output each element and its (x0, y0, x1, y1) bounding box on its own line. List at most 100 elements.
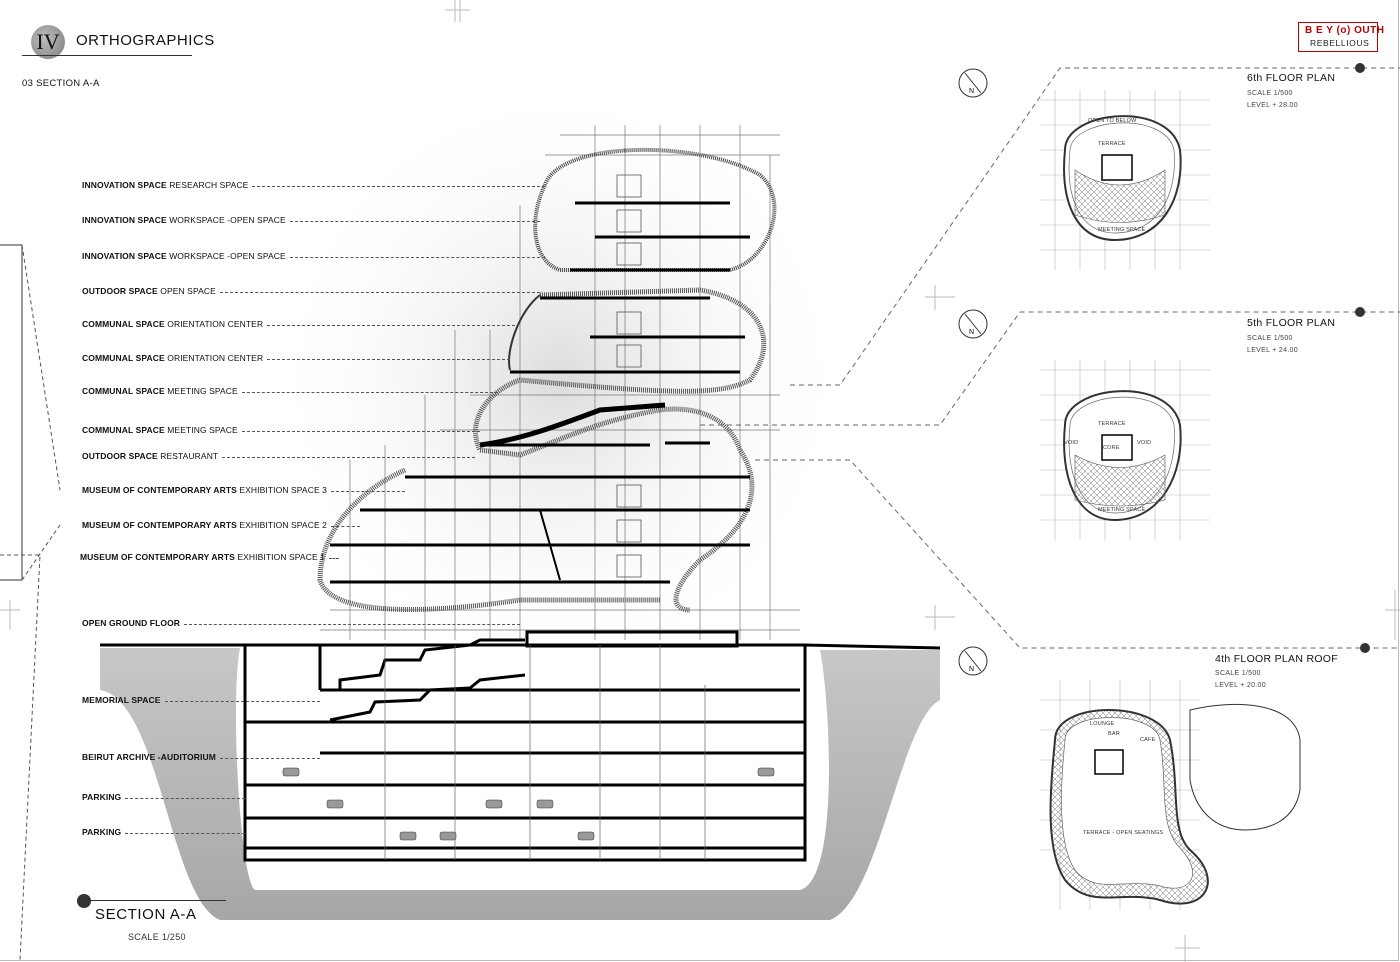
section-label: COMMUNAL SPACE ORIENTATION CENTER (82, 319, 263, 329)
section-label-prefix: COMMUNAL SPACE (82, 319, 165, 329)
section-marker-dot (77, 894, 91, 908)
label-leader-line (184, 624, 520, 625)
plan-5th-scale: SCALE 1/500 (1247, 335, 1293, 342)
plan-6th-title: 6th FLOOR PLAN (1247, 72, 1336, 84)
section-label: INNOVATION SPACE WORKSPACE -OPEN SPACE (82, 215, 286, 225)
plan-6th-level: LEVEL + 28.00 (1247, 102, 1298, 109)
label-leader-line (125, 798, 245, 799)
svg-text:N: N (969, 329, 974, 336)
plan-5th-title: 5th FLOOR PLAN (1247, 317, 1336, 329)
room-tag: TERRACE (1098, 141, 1126, 147)
section-label-suffix: ORIENTATION CENTER (167, 353, 264, 363)
north-arrow-icon: N (958, 309, 988, 339)
room-tag: VOID (1064, 440, 1079, 446)
earth-fill (100, 648, 940, 920)
section-label-prefix: OUTDOOR SPACE (82, 286, 158, 296)
section-label-prefix: MUSEUM OF CONTEMPORARY ARTS (82, 485, 237, 495)
section-label-prefix: MEMORIAL SPACE (82, 695, 161, 705)
section-label-suffix: RESTAURANT (160, 451, 219, 461)
label-leader-line (242, 392, 498, 393)
section-label: MEMORIAL SPACE (82, 695, 161, 705)
label-leader-line (290, 221, 540, 222)
room-tag: LOUNGE (1090, 721, 1115, 727)
scaffold-grid (320, 125, 800, 640)
label-leader-line (222, 457, 475, 458)
section-label: MUSEUM OF CONTEMPORARY ARTS EXHIBITION S… (82, 520, 327, 530)
north-arrow-icon: N (958, 646, 988, 676)
room-tag: TERRACE - OPEN SEATINGS (1083, 830, 1164, 836)
fog-shade (270, 80, 850, 680)
plan-6th-drawing (1040, 90, 1210, 270)
section-label: COMMUNAL SPACE ORIENTATION CENTER (82, 353, 263, 363)
section-label-prefix: COMMUNAL SPACE (82, 386, 165, 396)
section-label-suffix: WORKSPACE -OPEN SPACE (169, 251, 286, 261)
section-scale: SCALE 1/250 (128, 932, 186, 942)
plan-4th-scale: SCALE 1/500 (1215, 670, 1261, 677)
section-label: OUTDOOR SPACE RESTAURANT (82, 451, 218, 461)
plan-6th-scale: SCALE 1/500 (1247, 90, 1293, 97)
section-label: PARKING (82, 792, 121, 802)
label-leader-line (252, 186, 545, 187)
label-leader-line (165, 701, 320, 702)
section-label-prefix: PARKING (82, 792, 122, 802)
section-label-suffix: EXHIBITION SPACE 2 (239, 520, 327, 530)
room-tag: MEETING SPACE (1098, 227, 1146, 233)
section-label: INNOVATION SPACE RESEARCH SPACE (82, 180, 248, 190)
basement-slabs (245, 688, 805, 850)
room-tag: CORE (1103, 445, 1120, 451)
logo-text: B E Y (o) OUTH (1305, 25, 1385, 36)
sheet-subtitle: 03 SECTION A-A (22, 78, 100, 89)
leader-5th (700, 311, 1400, 426)
section-label-prefix: MUSEUM OF CONTEMPORARY ARTS (82, 520, 237, 530)
section-label-prefix: BEIRUT ARCHIVE -AUDITORIUM (82, 752, 216, 762)
section-label-prefix: OPEN GROUND FLOOR (82, 618, 181, 628)
label-leader-line (220, 292, 540, 293)
label-leader-line (125, 833, 245, 834)
room-tag: MEETING SPACE (1098, 507, 1146, 513)
chapter-badge: IV (31, 25, 65, 59)
section-label-prefix: OUTDOOR SPACE (82, 451, 158, 461)
section-label: PARKING (82, 827, 121, 837)
title-underline (22, 55, 192, 56)
plan-4th-drawing (1040, 680, 1301, 910)
section-label: COMMUNAL SPACE MEETING SPACE (82, 425, 238, 435)
north-arrow-icon: N (958, 68, 988, 98)
section-title: SECTION A-A (95, 906, 197, 923)
svg-text:N: N (969, 666, 974, 673)
section-label-prefix: INNOVATION SPACE (82, 180, 167, 190)
logo-subtext: REBELLIOUS (1310, 38, 1370, 48)
leader-4th (755, 459, 1400, 649)
label-leader-line (267, 325, 515, 326)
plan-5th-level: LEVEL + 24.00 (1247, 347, 1298, 354)
room-tag: VOID (1137, 440, 1152, 446)
upper-shell (533, 147, 777, 272)
section-label-suffix: EXHIBITION SPACE 1 (237, 552, 325, 562)
lower-shell (317, 467, 660, 612)
section-label: MUSEUM OF CONTEMPORARY ARTS EXHIBITION S… (82, 485, 327, 495)
plan-4th-title: 4th FLOOR PLAN ROOF (1215, 653, 1338, 665)
label-leader-line (242, 431, 480, 432)
floor-slabs (330, 201, 750, 584)
section-title-rule (91, 900, 226, 901)
chapter-title: ORTHOGRAPHICS (76, 32, 215, 49)
logo (1298, 22, 1378, 52)
section-label: MUSEUM OF CONTEMPORARY ARTS EXHIBITION S… (80, 552, 325, 562)
label-leader-line (329, 558, 339, 559)
section-label-suffix: MEETING SPACE (167, 425, 238, 435)
label-leader-line (331, 526, 360, 527)
label-leader-line (290, 257, 545, 258)
section-label-suffix: OPEN SPACE (160, 286, 216, 296)
section-label-suffix: WORKSPACE -OPEN SPACE (169, 215, 286, 225)
section-label: OUTDOOR SPACE OPEN SPACE (82, 286, 216, 296)
section-label-prefix: INNOVATION SPACE (82, 251, 167, 261)
section-label-suffix: ORIENTATION CENTER (167, 319, 264, 329)
room-tag: BAR (1108, 731, 1120, 737)
section-label-prefix: INNOVATION SPACE (82, 215, 167, 225)
section-label-prefix: COMMUNAL SPACE (82, 353, 165, 363)
section-label-prefix: MUSEUM OF CONTEMPORARY ARTS (80, 552, 235, 562)
label-leader-line (331, 491, 405, 492)
left-border-bracket (0, 244, 23, 581)
